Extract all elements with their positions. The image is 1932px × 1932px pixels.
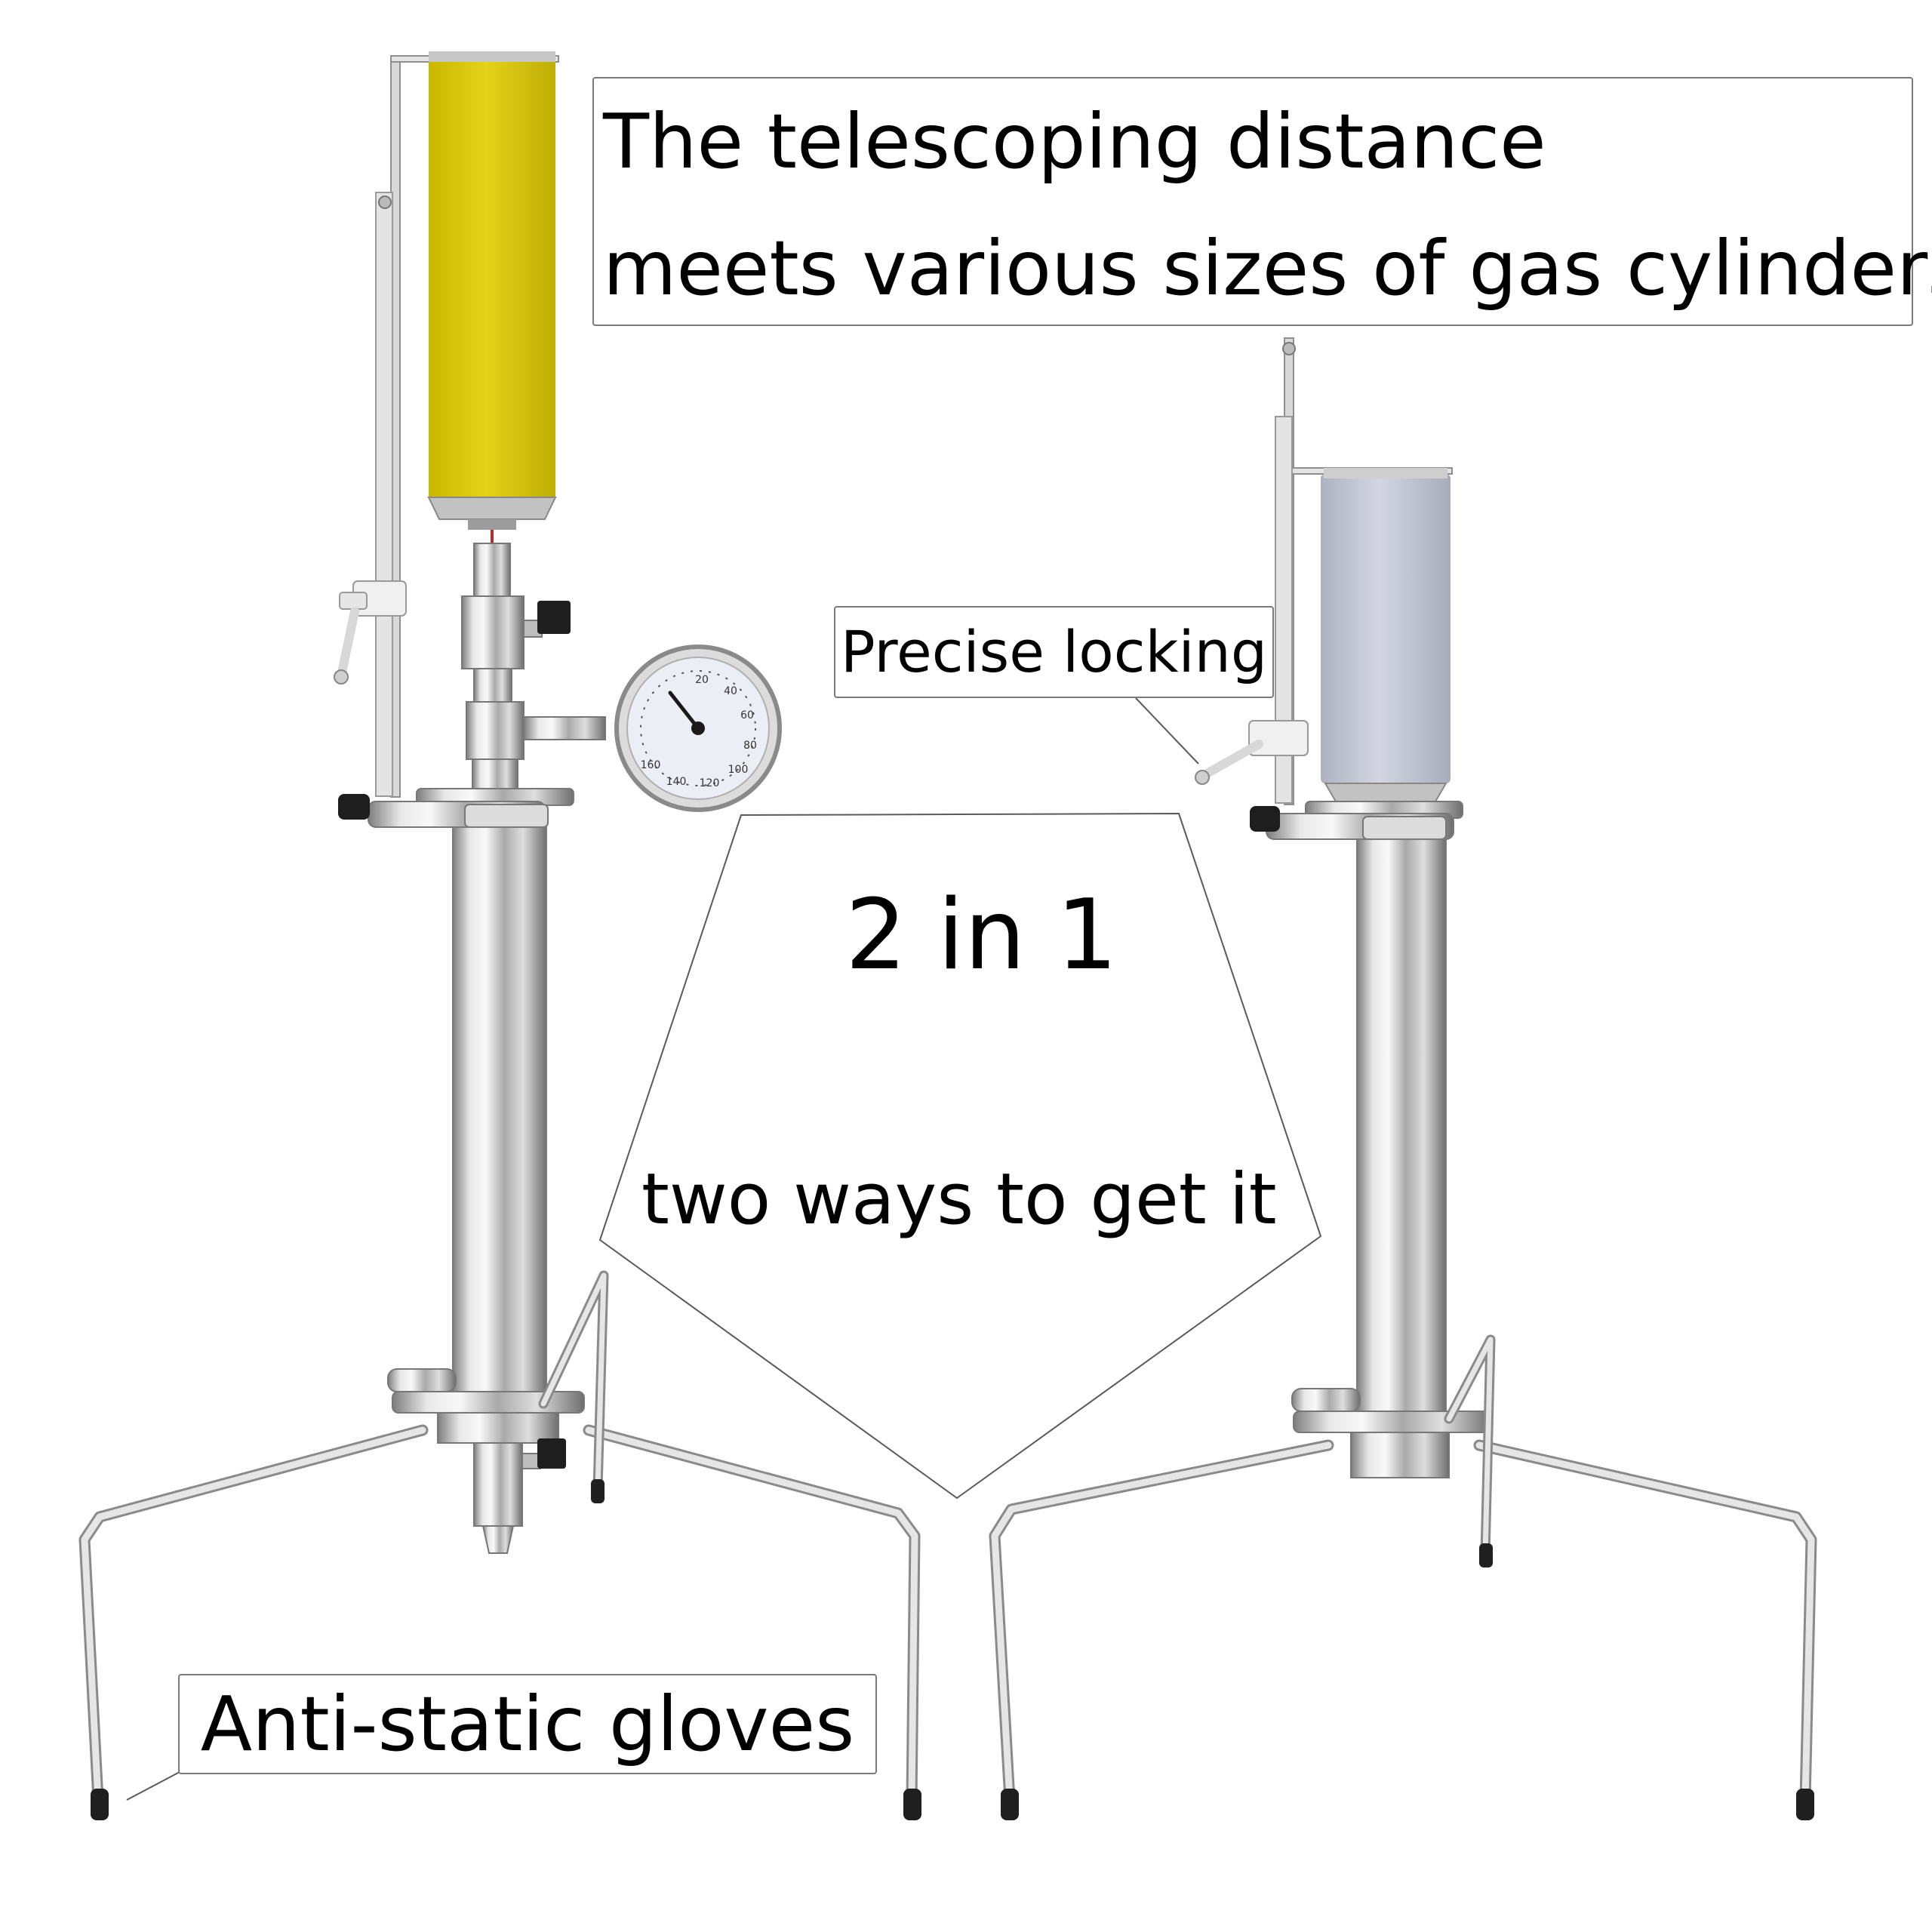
gauge-label-40: 40: [724, 685, 737, 697]
telescoping-callout-line-1: The telescoping distance: [603, 97, 1546, 186]
gauge-label-60: 60: [740, 709, 754, 721]
gauge-label-160: 160: [641, 759, 661, 771]
right-material-tube: [1356, 838, 1447, 1414]
anti-static-gloves-callout: Anti-static gloves: [178, 1674, 877, 1774]
left-top-clamp: [338, 788, 574, 828]
telescoping-callout: The telescoping distance meets various s…: [592, 77, 1932, 326]
left-foot-1: [91, 1789, 109, 1820]
telescoping-callout-line-2: meets various sizes of gas cylinders: [603, 224, 1932, 312]
right-tripod-legs: [989, 1334, 1817, 1806]
gauge-label-100: 100: [728, 764, 749, 776]
locking-leader-line: [1135, 697, 1199, 764]
right-foot-3: [1479, 1543, 1493, 1567]
right-foot-2: [1796, 1789, 1814, 1820]
gauge-label-140: 140: [666, 776, 687, 788]
pressure-gauge-icon: 20 40 60 80 100 120 140 160: [614, 645, 782, 812]
yellow-gas-can: [427, 51, 557, 543]
precise-locking-callout: Precise locking: [834, 606, 1274, 698]
grey-gas-can: [1321, 468, 1451, 802]
left-foot-2: [903, 1789, 921, 1820]
lock-lever-icon: [334, 580, 407, 685]
left-foot-3: [591, 1479, 605, 1503]
two-in-one-headline: 2 in 1: [845, 879, 1118, 992]
center-pentagon-outline: [598, 812, 1322, 1500]
ball-valve-icon: [523, 601, 571, 638]
left-extractor-unit: 20 40 60 80 100 120 140 160: [78, 51, 921, 1820]
tripod-leg-icon: [78, 1270, 921, 1806]
right-top-clamp: [1250, 801, 1463, 840]
gauge-label-120: 120: [700, 777, 720, 789]
right-extractor-unit: [989, 337, 1817, 1820]
left-bottom-clamp: [387, 1368, 585, 1554]
left-valve-stack: [461, 543, 606, 793]
right-foot-1: [1001, 1789, 1019, 1820]
gauge-label-20: 20: [695, 674, 709, 686]
left-material-tube: [452, 826, 547, 1401]
gauge-label-80: 80: [743, 740, 757, 752]
gloves-leader-line: [126, 1771, 180, 1801]
two-ways-subline: two ways to get it: [641, 1158, 1277, 1241]
right-lock-lever-icon: [1195, 720, 1309, 785]
